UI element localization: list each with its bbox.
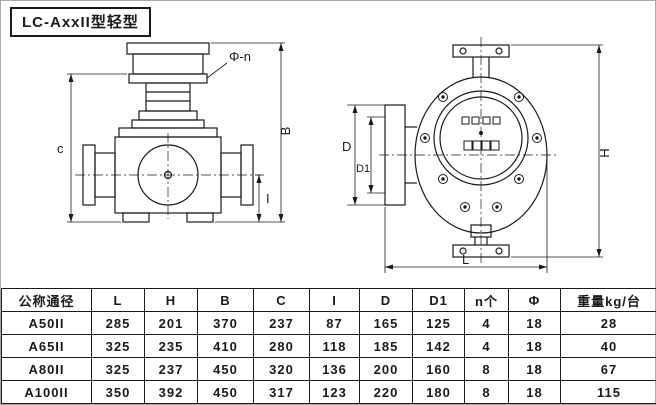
dimension-cell: 370 xyxy=(197,311,254,335)
dimension-cell: 235 xyxy=(144,334,198,358)
side-view-center-lines xyxy=(379,37,557,263)
column-header: B xyxy=(197,288,254,312)
dim-label-d1: D1 xyxy=(356,163,370,175)
front-view-drawing: c B I Φ-n xyxy=(57,42,293,223)
dimension-cell: 125 xyxy=(412,311,465,335)
model-cell: A80II xyxy=(1,357,92,381)
side-view-dimension-lines xyxy=(347,44,603,273)
dimension-cell: 280 xyxy=(253,334,310,358)
dimension-cell: 325 xyxy=(91,357,145,381)
dimension-cell: 4 xyxy=(464,311,509,335)
dimension-cell: 142 xyxy=(412,334,465,358)
dimension-cell: 201 xyxy=(144,311,198,335)
dimension-cell: 410 xyxy=(197,334,254,358)
dim-label-phi-n: Φ-n xyxy=(229,49,251,64)
dimension-cell: 4 xyxy=(464,334,509,358)
side-view-dimension-arrows xyxy=(352,45,602,270)
dimension-cell: 40 xyxy=(560,334,656,358)
column-header: Φ xyxy=(508,288,561,312)
dimension-cell: 450 xyxy=(197,357,254,381)
model-cell: A50II xyxy=(1,311,92,335)
page-title: LC-AxxII型轻型 xyxy=(10,7,151,37)
front-view-center-lines xyxy=(75,133,261,219)
column-header: I xyxy=(309,288,360,312)
dimension-cell: 18 xyxy=(508,311,561,335)
column-header: L xyxy=(91,288,145,312)
dimension-cell: 220 xyxy=(359,380,413,404)
dimension-cell: 392 xyxy=(144,380,198,404)
column-header: 公称通径 xyxy=(1,288,92,312)
dimension-cell: 180 xyxy=(412,380,465,404)
dimension-cell: 8 xyxy=(464,357,509,381)
dimension-cell: 165 xyxy=(359,311,413,335)
dimension-cell: 18 xyxy=(508,334,561,358)
dimension-cell: 320 xyxy=(253,357,310,381)
rim-bolts xyxy=(420,92,542,212)
dimension-cell: 325 xyxy=(91,334,145,358)
model-cell: A65II xyxy=(1,334,92,358)
dimension-cell: 136 xyxy=(309,357,360,381)
column-header: D1 xyxy=(412,288,465,312)
dimension-cell: 450 xyxy=(197,380,254,404)
dimension-cell: 317 xyxy=(253,380,310,404)
column-header: H xyxy=(144,288,198,312)
column-header: C xyxy=(253,288,310,312)
dim-label-h: H xyxy=(597,148,612,157)
side-view-outline xyxy=(384,44,548,258)
dimension-cell: 123 xyxy=(309,380,360,404)
side-view-drawing: D D1 H L xyxy=(342,37,612,273)
dimension-cell: 115 xyxy=(560,380,656,404)
dim-label-i: I xyxy=(266,191,270,206)
dim-label-d: D xyxy=(342,139,351,154)
dimension-cell: 200 xyxy=(359,357,413,381)
dimension-cell: 185 xyxy=(359,334,413,358)
dimension-cell: 18 xyxy=(508,380,561,404)
front-view-outline xyxy=(82,42,254,223)
dimension-cell: 28 xyxy=(560,311,656,335)
dial-face-details xyxy=(461,116,501,151)
technical-drawings: c B I Φ-n xyxy=(1,31,655,283)
front-view-dimension-arrows xyxy=(68,43,284,222)
dimension-cell: 237 xyxy=(253,311,310,335)
dimension-cell: 67 xyxy=(560,357,656,381)
column-header: D xyxy=(359,288,413,312)
column-header: 重量kg/台 xyxy=(560,288,656,312)
column-header: n个 xyxy=(464,288,509,312)
dimension-cell: 237 xyxy=(144,357,198,381)
dimension-cell: 18 xyxy=(508,357,561,381)
dimension-cell: 350 xyxy=(91,380,145,404)
dimension-cell: 118 xyxy=(309,334,360,358)
front-view-dimension-lines xyxy=(67,42,285,223)
model-cell: A100II xyxy=(1,380,92,404)
dimension-cell: 8 xyxy=(464,380,509,404)
dim-label-c: c xyxy=(57,141,64,156)
dim-label-l: L xyxy=(462,252,469,267)
dimension-cell: 285 xyxy=(91,311,145,335)
dimension-cell: 160 xyxy=(412,357,465,381)
dimension-cell: 87 xyxy=(309,311,360,335)
dim-label-b: B xyxy=(278,127,293,136)
